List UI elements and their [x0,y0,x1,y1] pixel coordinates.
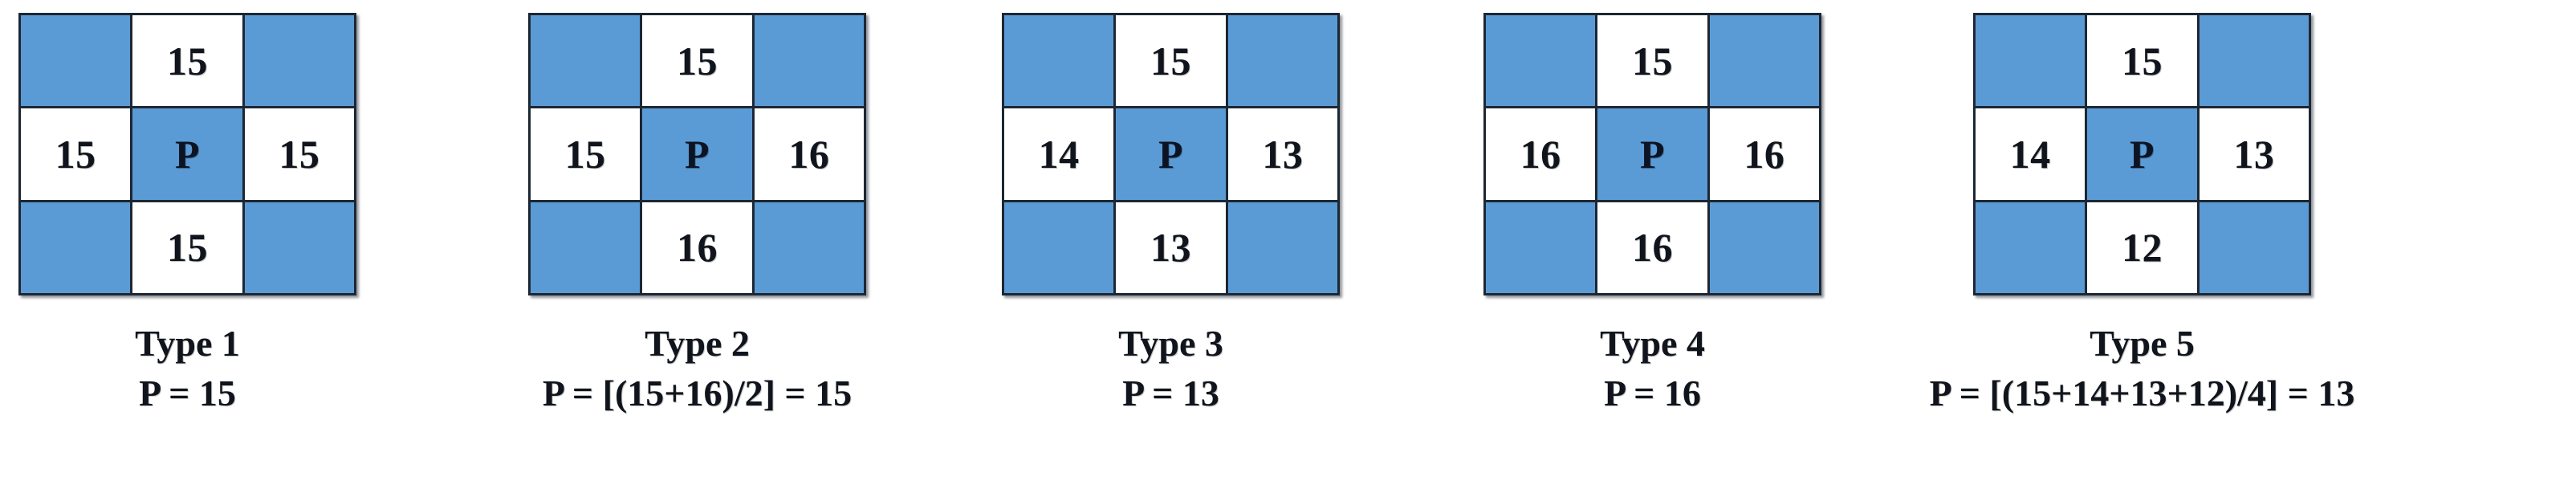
cell-bottom-left [531,202,641,293]
cell-bottom-right [2199,202,2309,293]
cell-left: 14 [1976,108,2086,200]
cell-top: 15 [132,15,242,107]
cell-bottom-right [754,202,864,293]
caption-1: Type 1 P = 15 [18,321,356,416]
cell-center: P [2087,108,2197,200]
neighborhood-grid-1: 15 15 P 15 15 [18,13,356,295]
cell-right: 15 [244,108,354,200]
caption-title-4: Type 4 [1600,323,1705,364]
cell-bottom: 16 [1597,202,1707,293]
cell-top-left [1976,15,2086,107]
cell-bottom-right [244,202,354,293]
cell-top-right [754,15,864,107]
caption-formula-4: P = 16 [1604,373,1701,414]
cell-top-left [21,15,131,107]
neighborhood-grid-3: 15 14 P 13 13 [1002,13,1340,295]
cell-top: 15 [1116,15,1226,107]
cell-bottom-right [1227,202,1337,293]
cell-top: 15 [1597,15,1707,107]
caption-2: Type 2 P = [(15+16)/2] = 15 [440,321,954,416]
cell-left: 15 [531,108,641,200]
caption-formula-5: P = [(15+14+13+12)/4] = 13 [1929,373,2355,414]
cell-left: 15 [21,108,131,200]
cell-top-right [244,15,354,107]
cell-right: 13 [2199,108,2309,200]
cell-bottom: 12 [2087,202,2197,293]
cell-right: 16 [754,108,864,200]
cell-left: 16 [1486,108,1596,200]
caption-formula-2: P = [(15+16)/2] = 15 [542,373,853,414]
caption-4: Type 4 P = 16 [1483,321,1821,416]
cell-right: 13 [1227,108,1337,200]
neighborhood-grid-2: 15 15 P 16 16 [528,13,866,295]
caption-3: Type 3 P = 13 [1002,321,1340,416]
caption-formula-1: P = 15 [139,373,236,414]
caption-title-1: Type 1 [135,323,240,364]
cell-top-right [2199,15,2309,107]
cell-top: 15 [2087,15,2197,107]
cell-center: P [1597,108,1707,200]
cell-bottom: 15 [132,202,242,293]
cell-bottom: 16 [642,202,752,293]
cell-center: P [132,108,242,200]
cell-bottom-left [1976,202,2086,293]
caption-formula-3: P = 13 [1122,373,1219,414]
cell-bottom-left [1004,202,1114,293]
cell-center: P [642,108,752,200]
caption-title-5: Type 5 [2090,323,2195,364]
cell-right: 16 [1709,108,1819,200]
neighborhood-grid-5: 15 14 P 13 12 [1973,13,2311,295]
cell-top-right [1709,15,1819,107]
cell-bottom-right [1709,202,1819,293]
cell-top-left [531,15,641,107]
cell-bottom-left [1486,202,1596,293]
cell-bottom: 13 [1116,202,1226,293]
cell-top: 15 [642,15,752,107]
cell-bottom-left [21,202,131,293]
cell-center: P [1116,108,1226,200]
cell-top-right [1227,15,1337,107]
caption-5: Type 5 P = [(15+14+13+12)/4] = 13 [1829,321,2456,416]
cell-top-left [1004,15,1114,107]
cell-left: 14 [1004,108,1114,200]
caption-title-3: Type 3 [1118,323,1223,364]
caption-title-2: Type 2 [645,323,750,364]
cell-top-left [1486,15,1596,107]
neighborhood-grid-4: 15 16 P 16 16 [1483,13,1821,295]
